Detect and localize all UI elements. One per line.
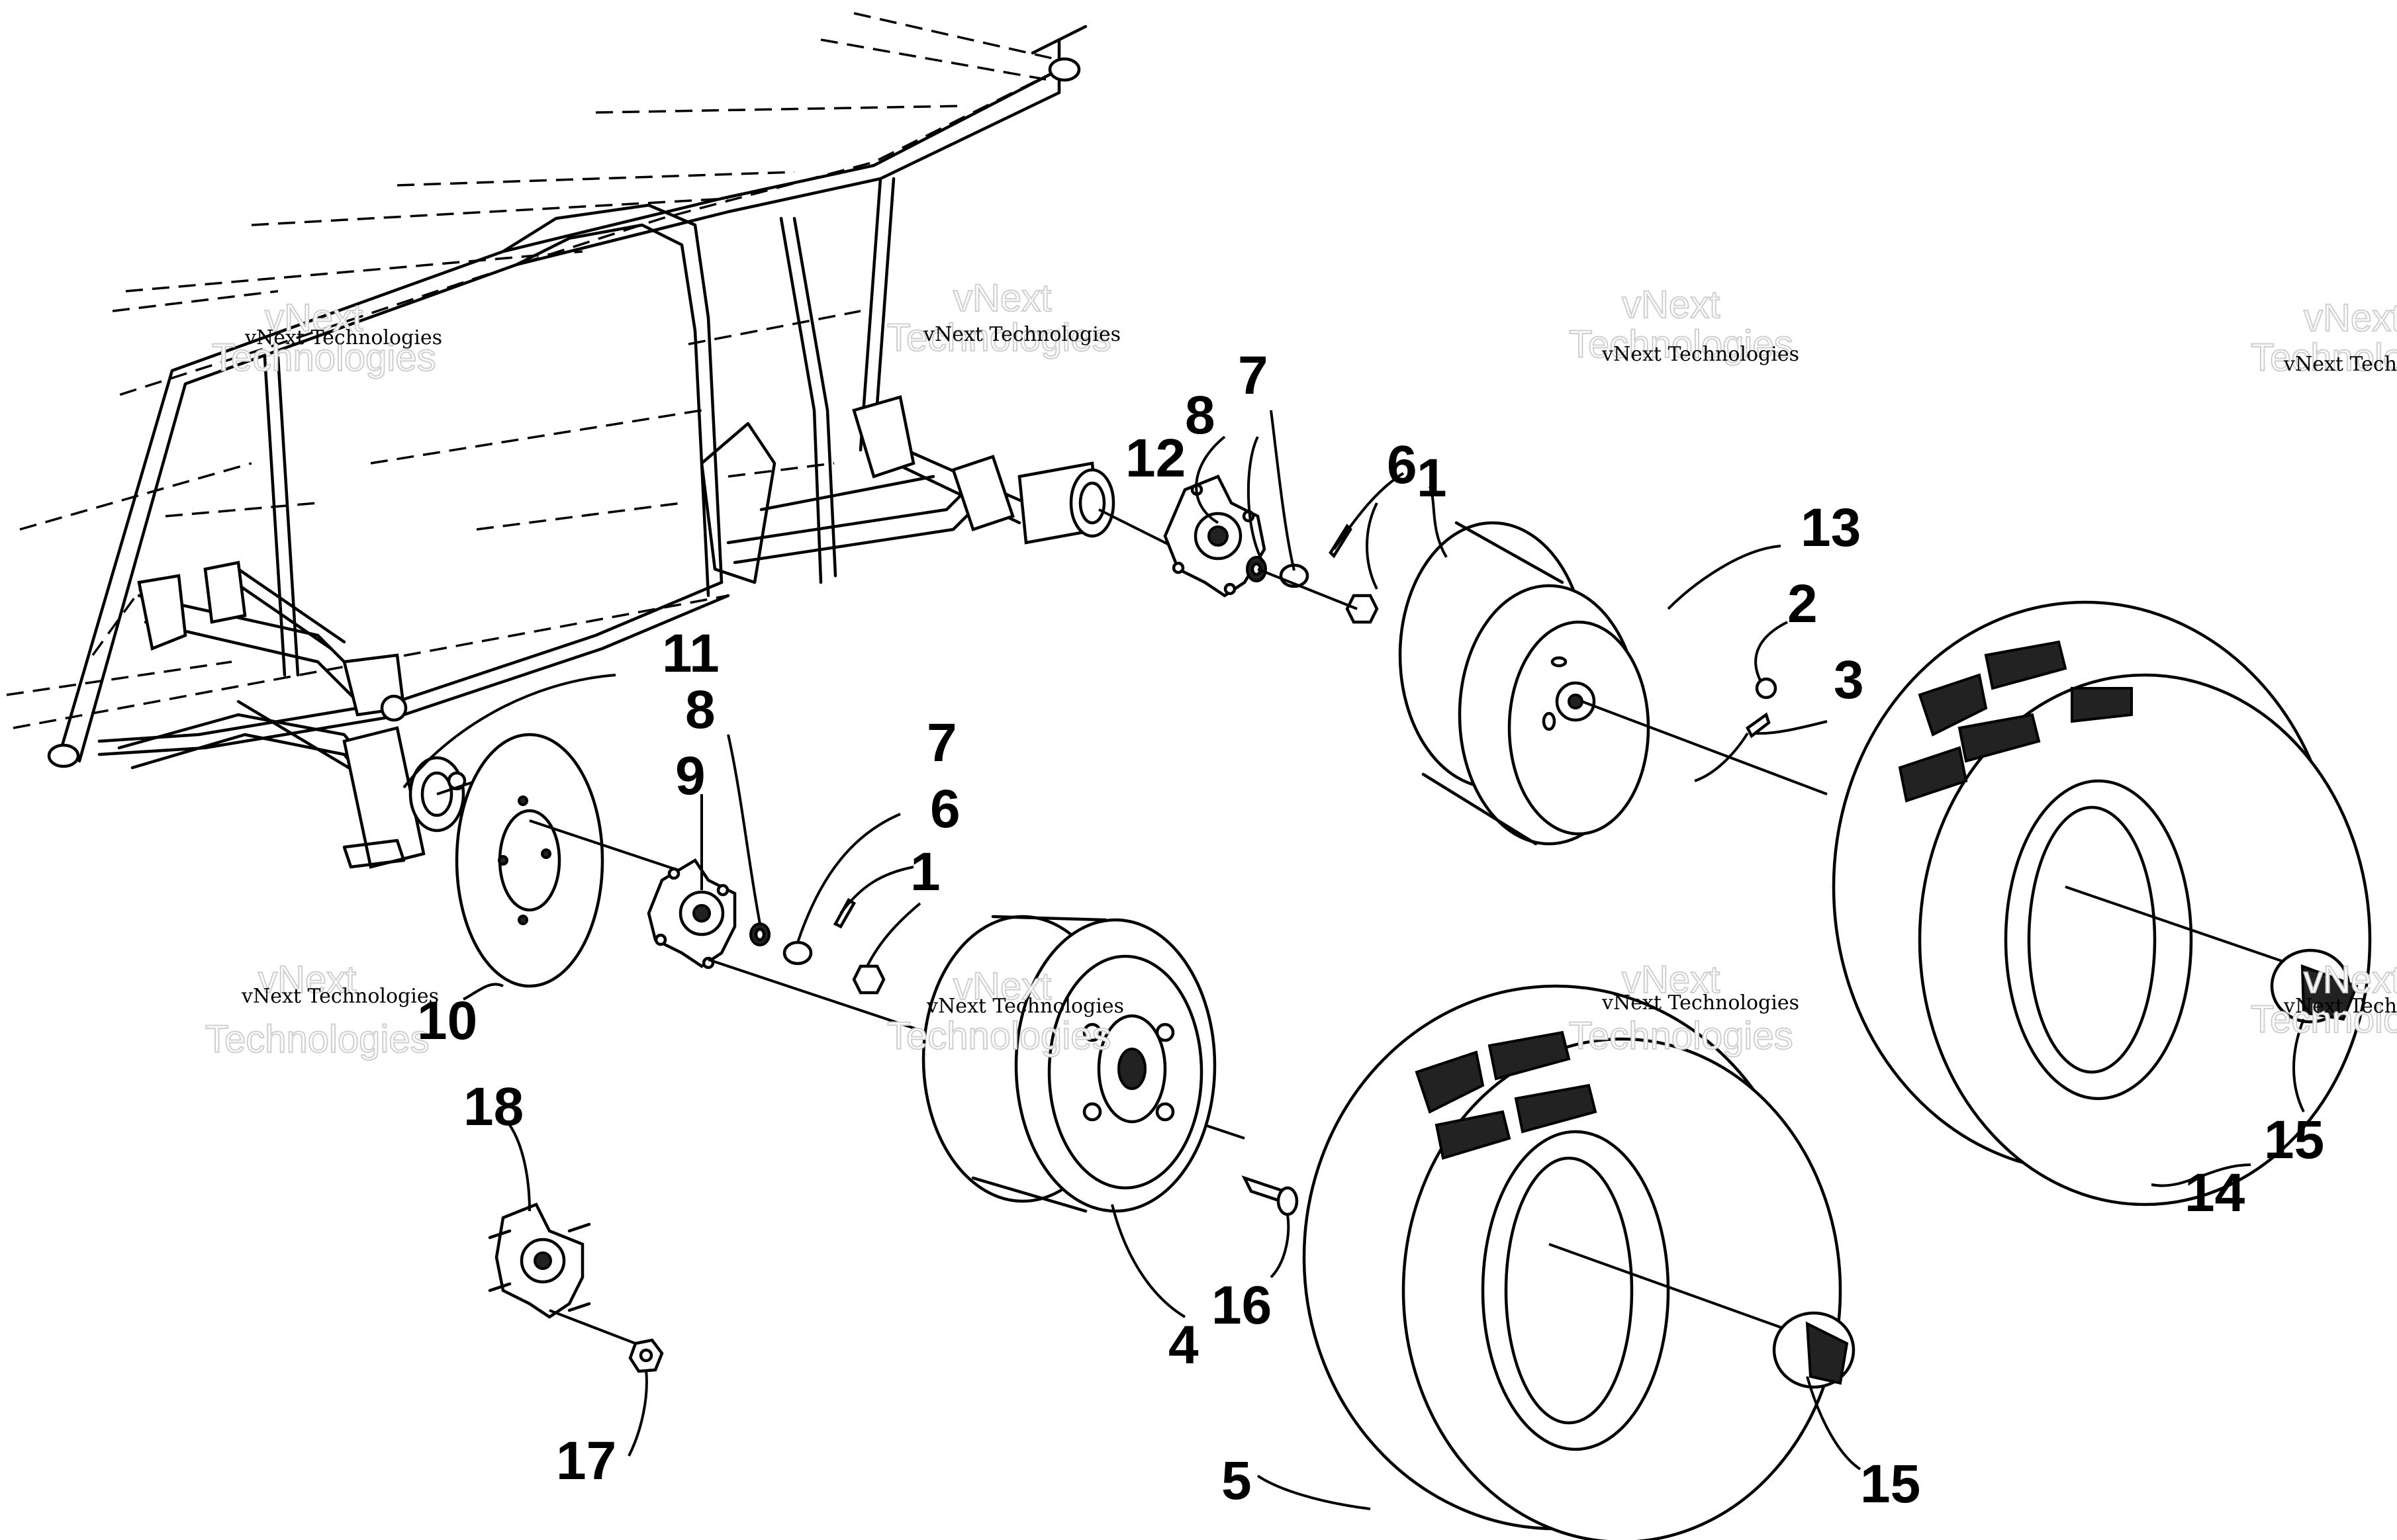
callout-6-lower: 6 [930, 779, 961, 839]
callout-6-upper: 6 [1387, 435, 1417, 495]
callout-14: 14 [2185, 1163, 2245, 1223]
callout-3: 3 [1834, 650, 1864, 710]
callout-1-upper: 1 [1417, 448, 1447, 508]
lower-tire [1302, 984, 1842, 1540]
upper-wheel-rim [1398, 521, 1828, 846]
lower-wheel-rim [921, 915, 1299, 1216]
watermark-small: vNext Technologies [923, 323, 1121, 346]
callout-7-lower: 7 [927, 713, 957, 773]
watermark-small: vNext Technologies [2283, 353, 2397, 376]
callout-8-upper: 8 [1185, 385, 1215, 445]
upper-hub-cap [2270, 948, 2359, 1024]
spare-hub-assembly [488, 1202, 664, 1373]
frame-outline [6, 12, 1088, 768]
watermark-small: vNext Technologies [244, 326, 442, 349]
callout-7-upper: 7 [1238, 345, 1268, 406]
callout-15-lower: 15 [1860, 1454, 1920, 1514]
callout-12: 12 [1125, 428, 1186, 488]
suspension-arms [117, 395, 1115, 869]
callout-2: 2 [1787, 574, 1818, 634]
callout-11: 11 [662, 623, 720, 684]
callout-labels: 1 1 2 3 4 5 6 6 7 7 8 8 9 10 11 12 13 14… [417, 345, 2324, 1514]
callout-15-upper: 15 [2264, 1110, 2324, 1170]
watermark-small: vNext Technologies [241, 985, 439, 1008]
watermark-small: vNext Technologies [1601, 991, 1799, 1015]
callout-5: 5 [1221, 1451, 1252, 1511]
leader-lines [402, 410, 2305, 1510]
callout-1-lower: 1 [910, 842, 941, 902]
callout-4: 4 [1168, 1315, 1199, 1375]
callout-13: 13 [1801, 498, 1861, 558]
watermark-small: vNext Technologies [2283, 995, 2397, 1018]
upper-tire [1832, 600, 2372, 1206]
watermark-small: vNext Technologies [1601, 343, 1799, 366]
lower-hub-cap [1772, 1311, 1856, 1389]
callout-18: 18 [463, 1077, 524, 1137]
callout-17: 17 [556, 1431, 616, 1491]
callout-10: 10 [417, 991, 477, 1051]
callout-9: 9 [675, 746, 706, 806]
callout-16: 16 [1211, 1275, 1272, 1336]
watermark-small: vNext Technologies [926, 995, 1124, 1018]
callout-8-lower: 8 [685, 680, 716, 740]
